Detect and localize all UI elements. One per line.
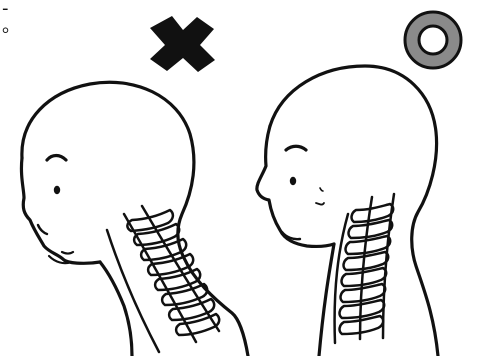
circle-mark-icon bbox=[405, 12, 461, 68]
good-posture-spine bbox=[335, 194, 394, 343]
bad-posture-spine bbox=[107, 206, 219, 352]
bad-posture-figure bbox=[21, 82, 248, 356]
cross-mark-icon bbox=[150, 16, 215, 72]
good-posture-figure bbox=[257, 66, 438, 356]
